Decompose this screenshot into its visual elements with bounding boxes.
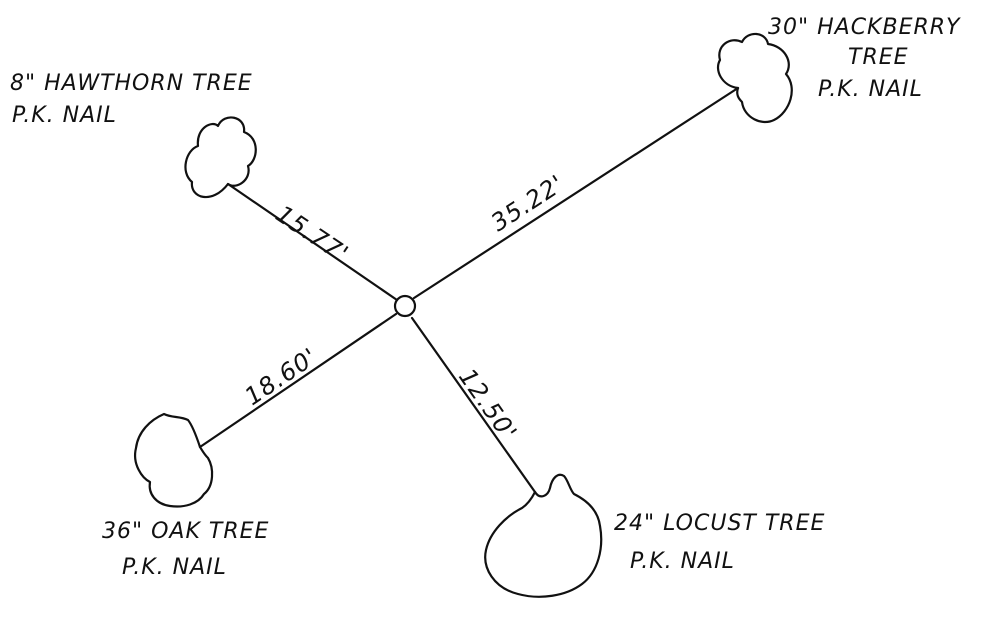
hawthorn-tree-canopy [184, 116, 257, 199]
center-point-marker [393, 294, 417, 318]
locust-tree-canopy [484, 473, 603, 598]
label-hackberry-line1: 30" HACKBERRY [768, 15, 961, 40]
label-hackberry-line2: TREE [848, 45, 909, 70]
label-oak-line1: 36" OAK TREE [102, 519, 269, 544]
distance-label-oak: 18.60' [240, 342, 323, 411]
label-locust-line1: 24" LOCUST TREE [614, 511, 825, 536]
oak-tree-canopy [134, 412, 214, 508]
label-hawthorn-line2: P.K. NAIL [12, 103, 117, 128]
label-locust-line2: P.K. NAIL [630, 549, 735, 574]
tie-line-locust [410, 316, 537, 494]
tie-line-oak [198, 312, 398, 449]
label-hackberry-line3: P.K. NAIL [818, 77, 923, 102]
tie-line-hackberry [412, 86, 740, 300]
tie-line-hawthorn [226, 182, 399, 302]
distance-label-hawthorn: 15.77' [271, 200, 354, 269]
distance-label-hackberry: 35.22' [486, 169, 569, 237]
label-oak-line2: P.K. NAIL [122, 555, 227, 580]
hackberry-tree-canopy [716, 32, 793, 124]
label-hawthorn-line1: 8" HAWTHORN TREE [10, 71, 253, 96]
distance-label-locust: 12.50' [453, 363, 523, 446]
